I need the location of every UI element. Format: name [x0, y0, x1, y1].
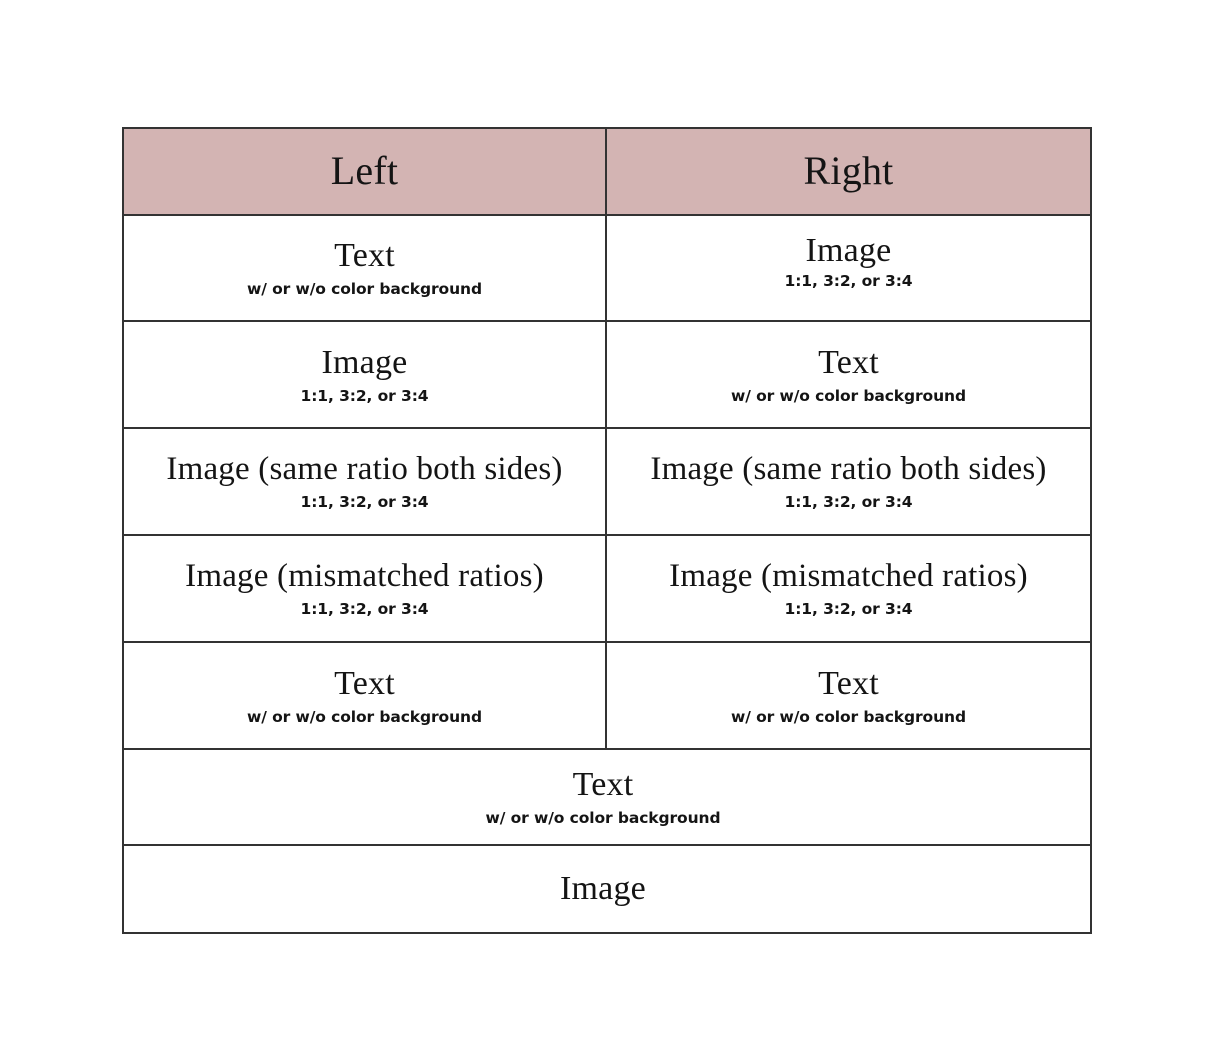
cell-subtitle: 1:1, 3:2, or 3:4: [300, 386, 429, 405]
table-cell-right: Text w/ or w/o color background: [607, 322, 1090, 427]
cell-subtitle: w/ or w/o color background: [247, 279, 482, 298]
column-header-left: Left: [124, 129, 607, 214]
cell-subtitle: w/ or w/o color background: [731, 386, 966, 405]
cell-subtitle: w/ or w/o color background: [731, 707, 966, 726]
table-cell-full-width: Text w/ or w/o color background: [124, 750, 1090, 844]
table-cell-right: Image (mismatched ratios) 1:1, 3:2, or 3…: [607, 536, 1090, 641]
table-row: Image 1:1, 3:2, or 3:4 Text w/ or w/o co…: [124, 322, 1090, 430]
table-cell-left: Image (mismatched ratios) 1:1, 3:2, or 3…: [124, 536, 607, 642]
cell-title: Image (mismatched ratios): [669, 558, 1028, 595]
column-header-left-label: Left: [330, 148, 399, 194]
column-header-right-label: Right: [803, 148, 894, 194]
cell-subtitle: w/ or w/o color background: [247, 707, 482, 726]
table-header-row: Left Right: [124, 129, 1090, 216]
cell-title: Text: [334, 664, 395, 702]
cell-subtitle: 1:1, 3:2, or 3:4: [784, 272, 913, 291]
table-cell-left: Image 1:1, 3:2, or 3:4: [124, 322, 607, 428]
layout-options-table: Left Right Text w/ or w/o color backgrou…: [122, 127, 1092, 934]
cell-title: Image (same ratio both sides): [650, 451, 1047, 488]
table-row: Image (mismatched ratios) 1:1, 3:2, or 3…: [124, 536, 1090, 644]
table-row: Text w/ or w/o color background Image 1:…: [124, 215, 1090, 323]
cell-title: Image (mismatched ratios): [185, 558, 544, 595]
table-cell-left: Text w/ or w/o color background: [124, 215, 607, 321]
cell-title: Text: [572, 766, 634, 804]
table-cell-full-width: Image: [124, 846, 1090, 932]
cell-subtitle: 1:1, 3:2, or 3:4: [300, 493, 429, 512]
cell-subtitle: 1:1, 3:2, or 3:4: [300, 600, 429, 619]
table-row-full-width: Image: [124, 846, 1090, 932]
column-header-right: Right: [607, 129, 1090, 214]
table-row-full-width: Text w/ or w/o color background: [124, 750, 1090, 847]
cell-title: Image (same ratio both sides): [166, 451, 563, 488]
table-cell-right: Text w/ or w/o color background: [607, 643, 1090, 748]
cell-title: Image: [805, 232, 892, 270]
cell-subtitle: 1:1, 3:2, or 3:4: [784, 493, 913, 512]
cell-title: Image: [321, 343, 408, 381]
cell-title: Text: [818, 343, 879, 381]
table-cell-left: Image (same ratio both sides) 1:1, 3:2, …: [124, 429, 607, 535]
table-cell-left: Text w/ or w/o color background: [124, 643, 607, 749]
cell-title: Text: [334, 236, 395, 274]
table-cell-right: Image 1:1, 3:2, or 3:4: [607, 216, 1090, 321]
table-row: Text w/ or w/o color background Text w/ …: [124, 643, 1090, 751]
cell-subtitle: 1:1, 3:2, or 3:4: [784, 600, 913, 619]
cell-title: Image: [560, 870, 646, 908]
cell-subtitle: w/ or w/o color background: [485, 809, 721, 828]
table-cell-right: Image (same ratio both sides) 1:1, 3:2, …: [607, 429, 1090, 534]
table-row: Image (same ratio both sides) 1:1, 3:2, …: [124, 429, 1090, 537]
cell-title: Text: [818, 664, 879, 702]
